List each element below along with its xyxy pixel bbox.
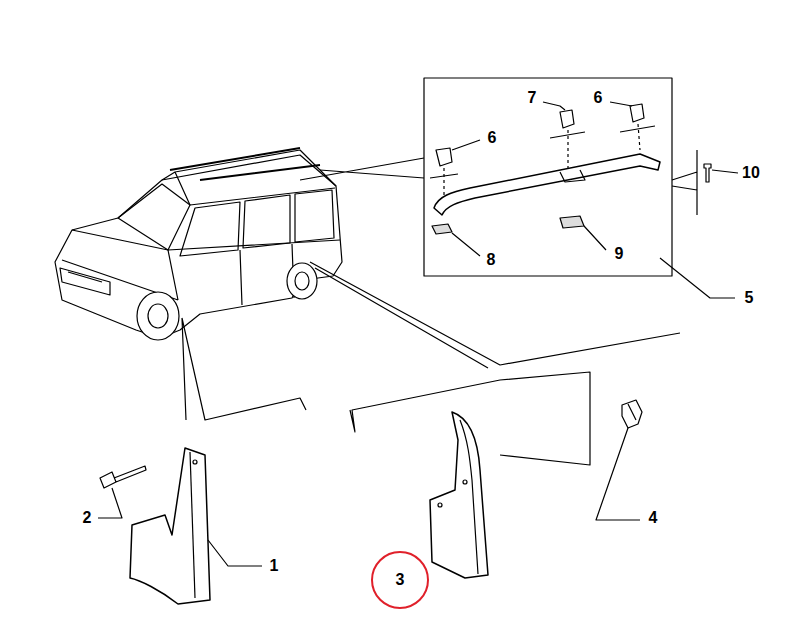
screw (704, 164, 711, 182)
roof-rail (434, 154, 660, 215)
callout-number: 2 (82, 509, 93, 527)
highlight-circle: 3 (371, 551, 429, 609)
mudflap-edge (460, 420, 478, 574)
callout-number: 6 (487, 129, 498, 147)
van-door-lines (240, 244, 294, 305)
screw (100, 466, 146, 488)
rear-wheel-hub (295, 272, 309, 290)
mudflap-edge (190, 452, 195, 598)
detail-leader (182, 262, 680, 465)
mudflap-hole (463, 480, 467, 484)
callout-number: 1 (269, 557, 280, 575)
pad (432, 224, 452, 234)
callout-number: 8 (486, 251, 497, 269)
callout-number: 6 (593, 89, 604, 107)
mudflap-hole (438, 503, 442, 507)
van-body (55, 155, 342, 338)
van-grille (60, 268, 110, 295)
cap-ticks (430, 126, 655, 178)
pad (560, 216, 584, 228)
callout-number: 3 (396, 571, 405, 589)
cap-guides (444, 124, 640, 195)
front-wheel-hub (148, 304, 168, 328)
clip (622, 400, 642, 428)
inset-leader (300, 158, 424, 180)
leader-line (98, 102, 738, 566)
van-rails (170, 148, 320, 180)
callout-number: 9 (614, 245, 625, 263)
van-side-windows (180, 190, 334, 256)
inset-frame (424, 78, 672, 276)
callout-number: 10 (741, 164, 761, 182)
van-hood (62, 230, 340, 300)
rear-wheel (287, 263, 317, 299)
van-roof (162, 150, 336, 205)
rail-foot (560, 170, 585, 182)
front-wheel (137, 292, 179, 340)
mudflap-hole (193, 460, 197, 464)
end-cap (436, 148, 452, 166)
end-cap (560, 110, 574, 128)
bracket (672, 150, 697, 215)
callout-number: 5 (744, 289, 755, 307)
van-windshield (118, 184, 190, 250)
mudflap (430, 412, 488, 578)
callout-number: 7 (527, 89, 538, 107)
end-cap (630, 104, 644, 122)
callout-number: 4 (648, 509, 659, 527)
